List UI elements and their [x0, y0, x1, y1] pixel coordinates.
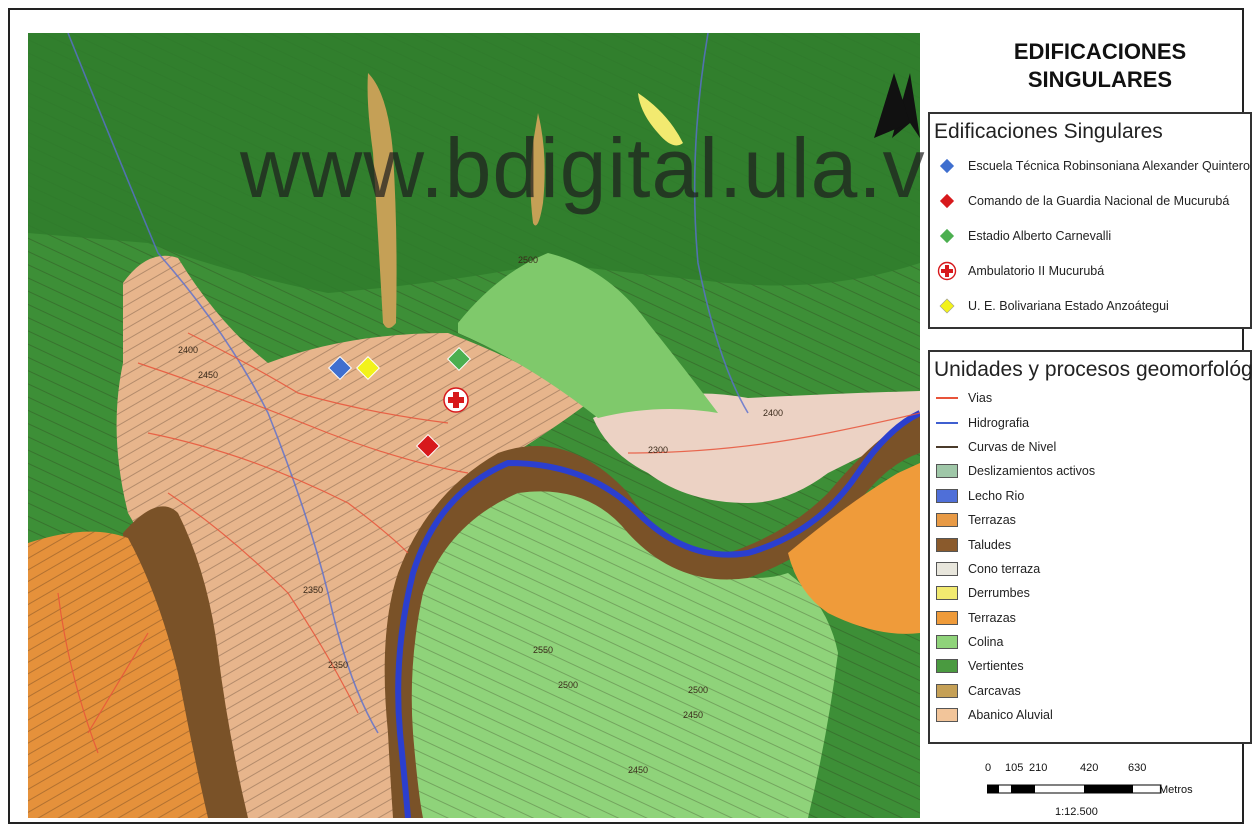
contour-label: 2500 [518, 255, 538, 265]
derrumbes-1 [638, 93, 683, 146]
swatch-icon [936, 537, 958, 552]
swatch-icon [936, 513, 958, 528]
carcavas-1 [367, 73, 397, 328]
scale-bar: 0 105 210 420 630 Metros 1:12.500 [985, 762, 1215, 822]
diamond-icon [936, 155, 958, 177]
swatch-icon [936, 561, 958, 576]
contour-label: 2450 [628, 765, 648, 775]
contour-label: 2350 [328, 660, 348, 670]
diamond-icon [936, 225, 958, 247]
swatch-icon [936, 683, 958, 698]
contour-label: 2550 [533, 645, 553, 655]
building-escuela-marker[interactable] [327, 355, 353, 381]
legend-item: Hidrografia [930, 410, 1250, 434]
legend-item: Taludes [930, 532, 1250, 556]
contour-label: 2450 [198, 370, 218, 380]
legend-item: Derrumbes [930, 581, 1250, 605]
legend-item: Terrazas [930, 606, 1250, 630]
contour-label: 2500 [558, 680, 578, 690]
legend-item: Lecho Rio [930, 484, 1250, 508]
scale-tick: 630 [1128, 762, 1147, 774]
scale-tick: 420 [1080, 762, 1099, 774]
legend-item: Deslizamientos activos [930, 459, 1250, 483]
swatch-icon [936, 464, 958, 479]
lecho-rio [395, 410, 920, 818]
legend-heading: Unidades y procesos geomorfológicos [934, 358, 1254, 381]
legend-geomorphology: Unidades y procesos geomorfológicos Vias… [928, 350, 1254, 744]
swatch-icon [936, 635, 958, 650]
contour-label: 2500 [688, 685, 708, 695]
red-cross-icon [936, 260, 958, 282]
legend-item: Vias [930, 386, 1250, 410]
legend-item: Ambulatorio II Mucurubá [930, 253, 1250, 288]
taludes-band [384, 413, 920, 818]
hidrografia-stream-1 [67, 33, 379, 734]
map-title: EDIFICACIONES SINGULARES [1013, 39, 1187, 92]
legend-item: Colina [930, 630, 1250, 654]
swatch-icon [936, 488, 958, 503]
contour-label: 2350 [303, 585, 323, 595]
geomorphology-map: 2400 2450 2350 2300 2350 2500 2400 2550 … [28, 33, 920, 818]
swatch-icon [936, 708, 958, 723]
diamond-icon [936, 295, 958, 317]
swatch-icon [936, 610, 958, 625]
scale-tick: 0 [985, 762, 992, 774]
legend-item: Abanico Aluvial [930, 703, 1250, 727]
building-anzoategui-marker[interactable] [355, 355, 381, 381]
swatch-icon [936, 586, 958, 601]
legend-item: Terrazas [930, 508, 1250, 532]
legend-item: Carcavas [930, 679, 1250, 703]
swatch-icon [936, 659, 958, 674]
scale-bar-graphic [987, 784, 1162, 794]
colina-east [458, 253, 718, 418]
building-estadio-marker[interactable] [446, 346, 472, 372]
contour-label: 2300 [648, 445, 668, 455]
diamond-icon [936, 190, 958, 212]
scale-tick: 210 [1029, 762, 1048, 774]
vias-roads [57, 332, 920, 754]
vertientes-north [28, 33, 920, 293]
line-icon [936, 397, 958, 400]
legend-item: Escuela Técnica Robinsoniana Alexander Q… [930, 148, 1250, 183]
north-arrow-icon [874, 73, 920, 138]
legend-item: Curvas de Nivel [930, 435, 1250, 459]
legend-item: Comando de la Guardia Nacional de Mucuru… [930, 183, 1250, 218]
legend-item: Vertientes [930, 654, 1250, 678]
legend-item: U. E. Bolivariana Estado Anzoátegui [930, 288, 1250, 323]
line-icon [936, 421, 958, 424]
scale-units: Metros [1159, 784, 1193, 796]
legend-item: Cono terraza [930, 557, 1250, 581]
legend-heading: Edificaciones Singulares [934, 120, 1163, 143]
legend-item: Estadio Alberto Carnevalli [930, 218, 1250, 253]
scale-ratio: 1:12.500 [1055, 806, 1098, 818]
building-guardia-marker[interactable] [415, 433, 441, 459]
watermark: www.bdigital.ula.ve [240, 121, 974, 215]
line-icon [936, 445, 958, 448]
cono-terraza [593, 391, 920, 503]
contour-label: 2400 [763, 408, 783, 418]
hidrografia-stream-2 [693, 33, 749, 414]
carcavas-2 [530, 113, 545, 226]
building-ambulatorio-marker[interactable] [443, 387, 469, 413]
terrazas-east [788, 463, 920, 634]
contour-label: 2400 [178, 345, 198, 355]
legend-buildings: Edificaciones Singulares Escuela Técnica… [928, 112, 1252, 329]
contour-label: 2450 [683, 710, 703, 720]
scale-tick: 105 [1005, 762, 1024, 774]
taludes-west [123, 506, 248, 818]
